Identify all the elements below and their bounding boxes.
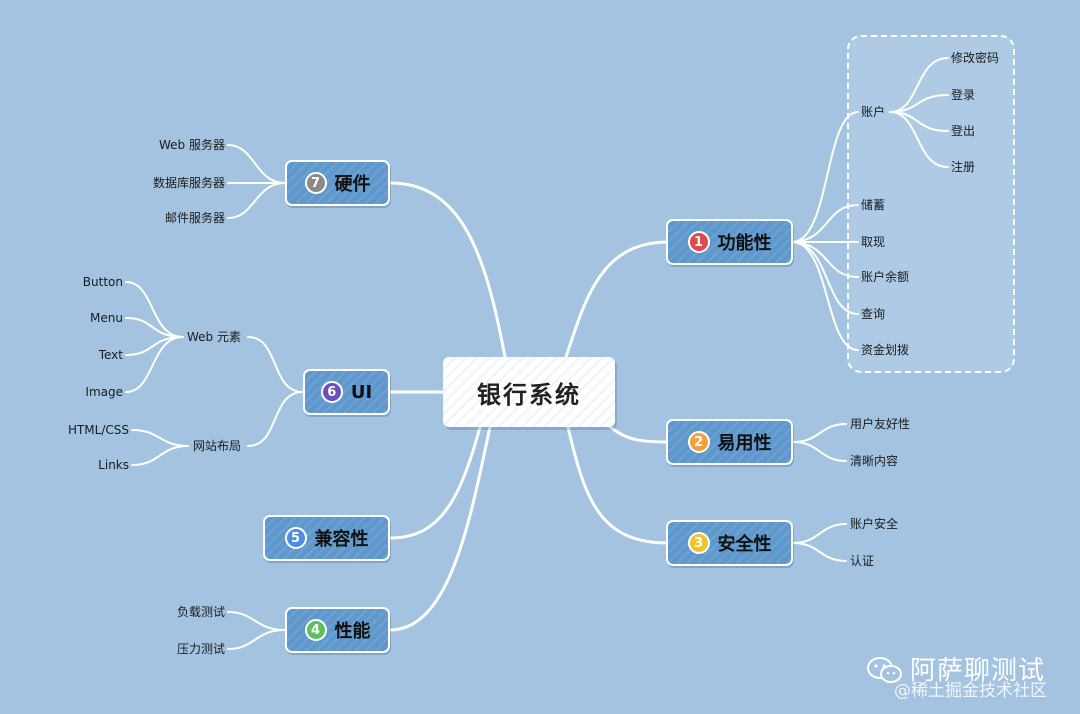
leaf-authentication[interactable]: 认证 — [850, 554, 875, 568]
topic-hardware[interactable]: 7 硬件 — [285, 160, 390, 206]
leaf-load-testing[interactable]: 负载测试 — [176, 605, 225, 619]
topic-label: 兼容性 — [314, 529, 369, 550]
number-2-badge-icon: 2 — [687, 431, 710, 453]
leaf-inquiry[interactable]: 查询 — [861, 307, 886, 321]
leaf-stress-testing[interactable]: 压力测试 — [176, 642, 225, 656]
number-6-badge-icon: 6 — [320, 381, 343, 403]
leaf-text[interactable]: Text — [98, 348, 123, 362]
leaf-web-server[interactable]: Web 服务器 — [159, 138, 225, 152]
watermark-subtitle: @稀土掘金技术社区 — [894, 681, 1047, 701]
topic-label: 硬件 — [334, 174, 371, 195]
topic-label: 功能性 — [717, 233, 772, 254]
leaf-database-server[interactable]: 数据库服务器 — [152, 176, 225, 190]
watermark-title: 阿萨聊测试 — [910, 656, 1046, 686]
leaf-menu[interactable]: Menu — [90, 311, 123, 325]
leaf-change-password[interactable]: 修改密码 — [951, 51, 1000, 65]
topic-label: UI — [350, 381, 373, 403]
leaf-links[interactable]: Links — [98, 458, 129, 472]
topic-functionality[interactable]: 1 功能性 — [666, 219, 793, 265]
leaf-register[interactable]: 注册 — [951, 160, 976, 174]
leaf-mail-server[interactable]: 邮件服务器 — [164, 211, 225, 225]
leaf-withdrawal[interactable]: 取现 — [861, 235, 886, 249]
number-4-badge-icon: 4 — [304, 619, 327, 641]
leaf-image[interactable]: Image — [85, 385, 123, 399]
leaf-button[interactable]: Button — [82, 275, 123, 289]
leaf-login[interactable]: 登录 — [951, 88, 976, 102]
subtopic-site-layout[interactable]: 网站布局 — [193, 439, 242, 453]
number-5-badge-icon: 5 — [284, 527, 307, 549]
watermark: 阿萨聊测试 @稀土掘金技术社区 — [864, 650, 1074, 710]
leaf-clear-content[interactable]: 清晰内容 — [850, 454, 899, 468]
topic-performance[interactable]: 4 性能 — [285, 607, 390, 653]
topic-label: 易用性 — [717, 433, 772, 454]
leaf-fund-transfer[interactable]: 资金划拨 — [861, 343, 910, 357]
topic-label: 安全性 — [717, 534, 772, 555]
subtopic-account[interactable]: 账户 — [861, 105, 886, 119]
leaf-account-security[interactable]: 账户安全 — [850, 517, 899, 531]
leaf-user-friendliness[interactable]: 用户友好性 — [850, 417, 911, 431]
number-3-badge-icon: 3 — [687, 532, 710, 554]
number-7-badge-icon: 7 — [304, 172, 327, 194]
leaf-savings[interactable]: 储蓄 — [861, 198, 886, 212]
central-topic[interactable]: 银行系统 — [443, 357, 615, 427]
number-1-badge-icon: 1 — [687, 231, 710, 253]
functionality-group-box — [847, 35, 1015, 373]
leaf-html-css[interactable]: HTML/CSS — [67, 423, 129, 437]
topic-compatibility[interactable]: 5 兼容性 — [263, 515, 390, 561]
topic-usability[interactable]: 2 易用性 — [666, 419, 793, 465]
topic-security[interactable]: 3 安全性 — [666, 520, 793, 566]
topic-label: 性能 — [334, 621, 371, 642]
leaf-account-balance[interactable]: 账户余额 — [861, 270, 910, 284]
wechat-icon — [867, 657, 902, 683]
subtopic-web-elements[interactable]: Web 元素 — [187, 330, 241, 344]
topic-ui[interactable]: 6 UI — [303, 369, 390, 415]
leaf-logout[interactable]: 登出 — [951, 124, 976, 138]
